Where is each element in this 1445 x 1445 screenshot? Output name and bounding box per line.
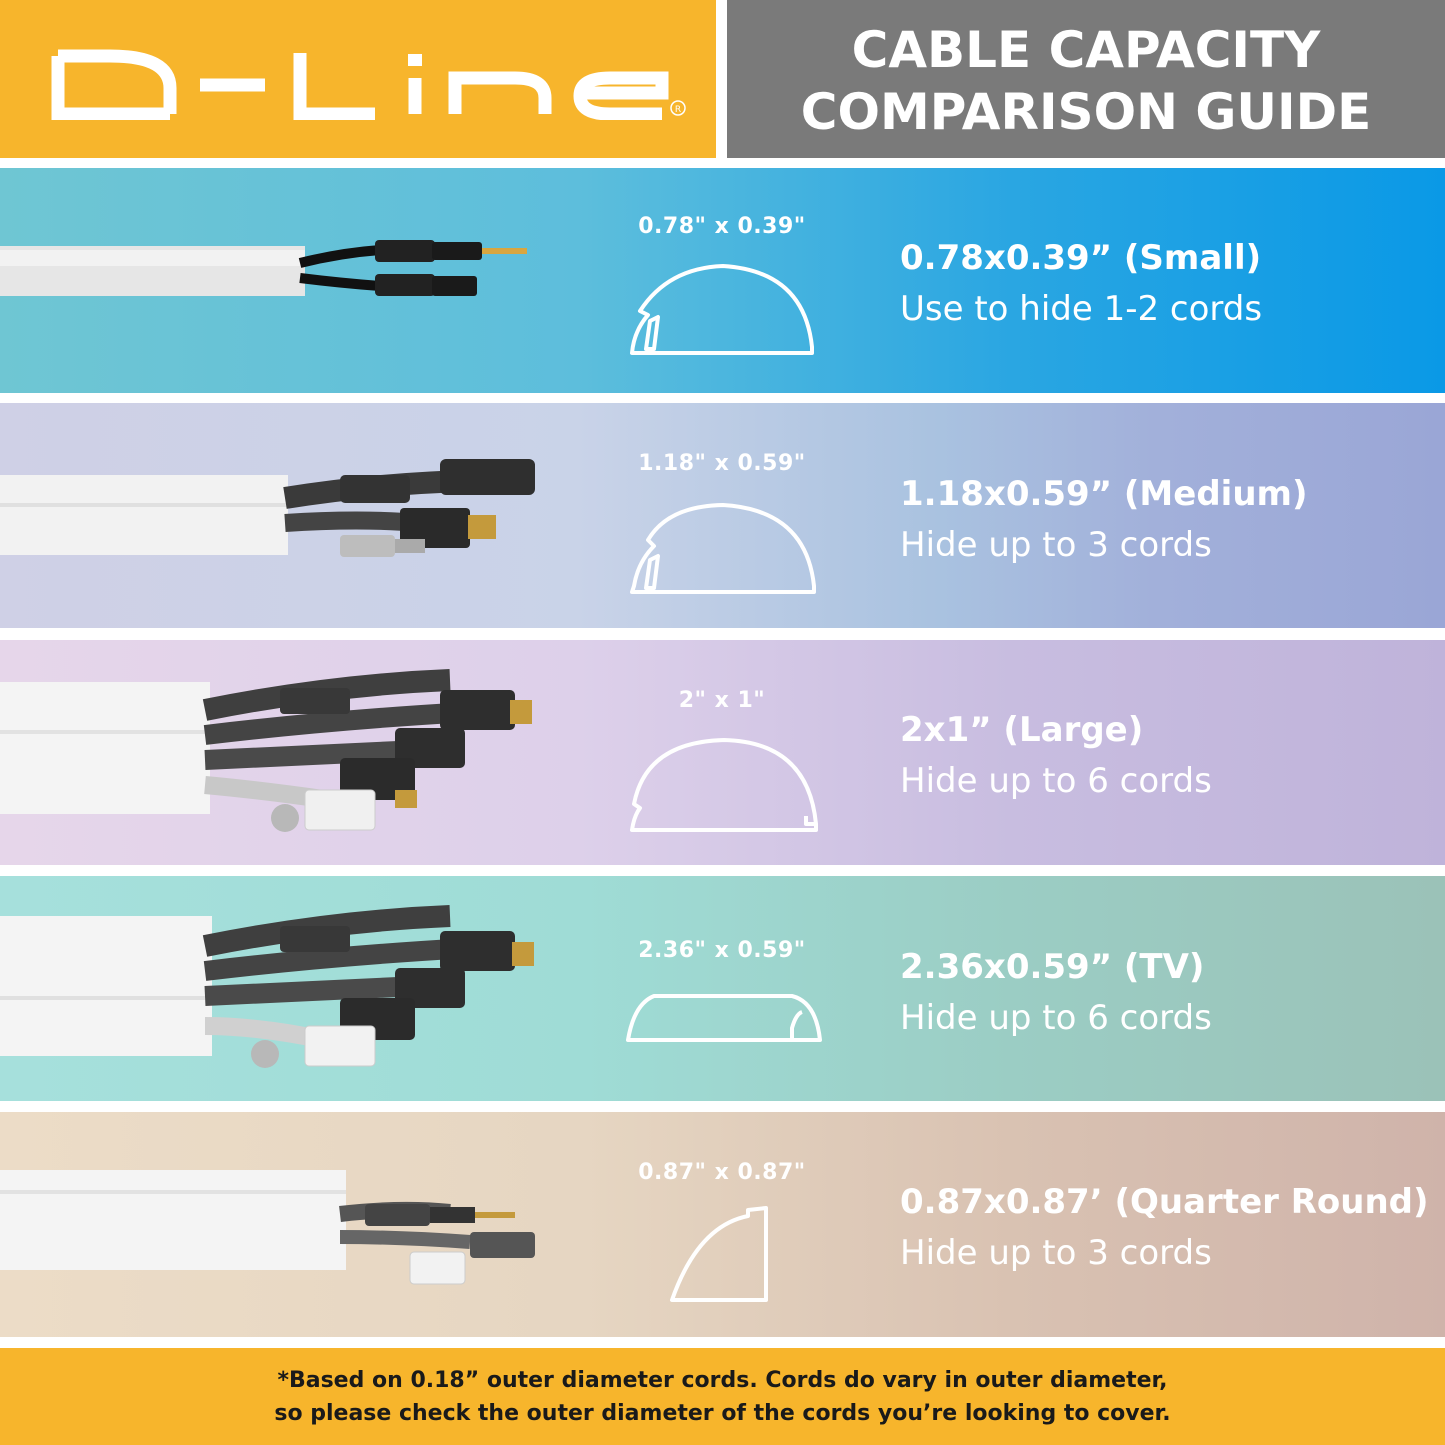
guide-title-line1: CABLE CAPACITY — [851, 21, 1321, 79]
dimension-label: 0.78" x 0.39" — [638, 214, 806, 239]
model-title: 2x1” (Large) — [900, 710, 1144, 750]
dimension-label: 0.87" x 0.87" — [638, 1160, 806, 1185]
d-line-logo: R — [51, 49, 686, 120]
row-small: 0.78" x 0.39" 0.78x0.39” (Small) Use to … — [0, 168, 1445, 393]
cable-raceway-tv-photo — [0, 905, 534, 1068]
model-title: 0.78x0.39” (Small) — [900, 238, 1262, 278]
dimension-label: 2.36" x 0.59" — [638, 938, 806, 963]
cable-raceway-small-photo — [0, 240, 527, 296]
row-large: 2" x 1" 2x1” (Large) Hide up to 6 cords — [0, 640, 1445, 865]
dimension-label: 2" x 1" — [678, 688, 766, 713]
guide-title: CABLE CAPACITY COMPARISON GUIDE — [727, 0, 1445, 158]
svg-text:R: R — [675, 105, 681, 115]
flat-tv-icon — [626, 994, 822, 1042]
model-title: 0.87x0.87’ (Quarter Round) — [900, 1182, 1429, 1222]
model-description: Hide up to 6 cords — [900, 998, 1212, 1038]
model-description: Hide up to 3 cords — [900, 1233, 1212, 1273]
model-description: Use to hide 1-2 cords — [900, 289, 1263, 329]
model-title: 1.18x0.59” (Medium) — [900, 474, 1308, 514]
guide-title-line2: COMPARISON GUIDE — [800, 83, 1372, 141]
model-description: Hide up to 6 cords — [900, 761, 1212, 801]
model-description: Hide up to 3 cords — [900, 525, 1212, 565]
footnote-line1: *Based on 0.18” outer diameter cords. Co… — [277, 1368, 1168, 1393]
half-round-small-icon — [630, 264, 814, 355]
half-round-medium-icon — [630, 503, 816, 594]
half-round-large-icon — [630, 738, 818, 832]
row-medium: 1.18" x 0.59" 1.18x0.59” (Medium) Hide u… — [0, 403, 1445, 628]
footnote: *Based on 0.18” outer diameter cords. Co… — [0, 1348, 1445, 1445]
row-quarter-round: 0.87" x 0.87" 0.87x0.87’ (Quarter Round)… — [0, 1112, 1445, 1337]
row-tv: 2.36" x 0.59" 2.36x0.59” (TV) Hide up to… — [0, 876, 1445, 1101]
brand-header: R — [0, 0, 716, 158]
model-title: 2.36x0.59” (TV) — [900, 947, 1205, 987]
cable-raceway-large-photo — [0, 669, 532, 832]
quarter-round-icon — [670, 1206, 768, 1302]
cable-raceway-medium-photo — [0, 459, 535, 557]
cable-raceway-quarter-round-photo — [0, 1170, 535, 1285]
dimension-label: 1.18" x 0.59" — [638, 451, 806, 476]
footnote-line2: so please check the outer diameter of th… — [274, 1401, 1171, 1426]
